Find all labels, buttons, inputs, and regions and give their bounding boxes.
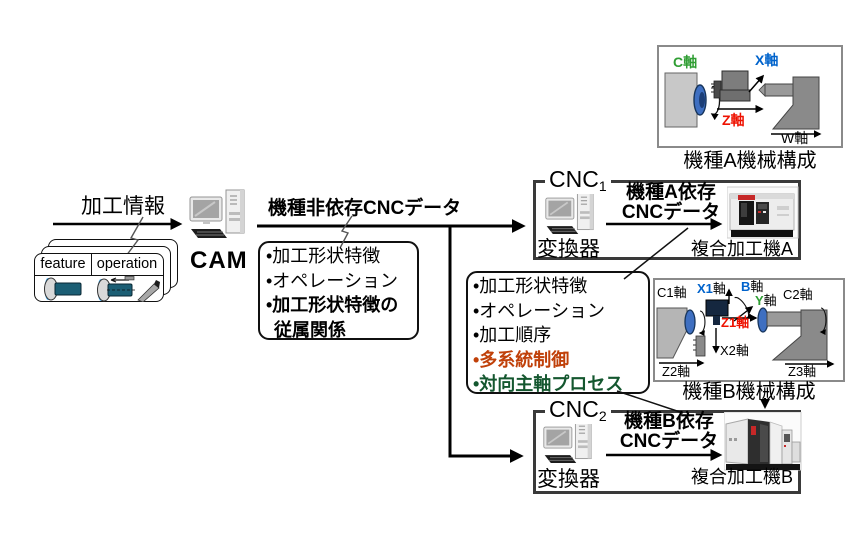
x-axis-arrow <box>748 74 765 93</box>
tool-b-icon <box>695 335 706 357</box>
list-item-opposed-spindle-process: •対向主軸プロセス <box>473 374 624 394</box>
cnc1-data-label: 機種A依存 CNCデータ <box>613 183 729 223</box>
cam-computer-icon <box>189 189 245 238</box>
cnc1-title: CNC1 <box>545 166 611 194</box>
list-item: •加工形状特徴の <box>266 295 399 315</box>
cnc2-data-label: 機種B依存 CNCデータ <box>611 412 727 452</box>
chuck-b-left-icon <box>684 309 696 335</box>
cnc2-title: CNC2 <box>545 396 611 424</box>
independent-cnc-data-label: 機種非依存CNCデータ <box>268 198 462 219</box>
list-item-multi-system-control: •多系統制御 <box>473 349 570 370</box>
tool-block-b-stem <box>713 316 720 325</box>
turret-a-lower <box>719 89 751 102</box>
machine-b-photo <box>724 412 802 471</box>
machining-info-label: 加工情報 <box>81 195 165 218</box>
machine-a-config-caption: 機種A機械構成 <box>683 150 817 172</box>
x1-axis-label: X1軸 <box>697 281 726 296</box>
b-axis-rotation-arrow <box>734 296 753 319</box>
converter1-computer-icon <box>545 191 594 234</box>
turret-a-upper <box>721 70 749 91</box>
op-cutter-icon <box>137 283 160 303</box>
independent-data-box <box>258 241 419 340</box>
cnc1-data-line1: 機種A依存 <box>626 182 716 203</box>
tool-a-teeth <box>711 83 714 93</box>
cnc1-index: 1 <box>598 178 607 194</box>
x1-axis-label-head: X1 <box>697 281 713 296</box>
converter2-label: 変換器 <box>537 468 600 491</box>
process-sheet-card: feature operation <box>34 253 164 303</box>
cnc1-data-line2: CNCデータ <box>621 202 721 223</box>
tool-block-b <box>705 299 729 317</box>
machine-a-config-diagram: C軸 X軸 Z軸 W軸 <box>664 52 822 146</box>
z3-axis-label: Z3軸 <box>788 364 816 379</box>
cnc2-index: 2 <box>598 408 607 424</box>
cnc2-name: CNC <box>549 396 599 422</box>
list-item: •オペレーション <box>266 270 398 291</box>
z2-axis-label: Z2軸 <box>662 364 690 379</box>
machine-b-label: 複合加工機B <box>690 467 793 487</box>
cnc1-name: CNC <box>549 166 599 192</box>
chuck-a-center <box>699 92 705 108</box>
tailstock-arm <box>764 83 796 97</box>
tailstock-body <box>771 76 820 130</box>
c2-axis-rotation-arrow <box>819 307 827 336</box>
y-axis-label-head: Y <box>755 293 764 308</box>
c1-axis-rotation-arrow <box>698 310 706 337</box>
x-axis-label: X軸 <box>755 52 778 68</box>
tool-b-teeth <box>693 339 696 351</box>
card-header-row: feature operation <box>35 254 163 276</box>
headstock-b-right-body <box>771 309 828 361</box>
list-item: 従属関係 <box>274 319 346 340</box>
y-axis-label: Y軸 <box>755 293 777 308</box>
z-axis-label: Z軸 <box>722 112 745 128</box>
headstock-b-left <box>656 307 688 359</box>
list-item: •加工形状特徴 <box>473 276 588 296</box>
c2-axis-label: C2軸 <box>783 287 813 302</box>
tailstock-tip <box>758 83 766 97</box>
workpiece-bar-icon <box>54 282 82 296</box>
converter1-label: 変換器 <box>537 238 600 261</box>
list-item: •オペレーション <box>473 300 605 321</box>
y-axis-label-tail: 軸 <box>764 293 777 308</box>
workpiece-illustrations <box>44 276 160 303</box>
x2-axis-label: X2軸 <box>720 343 749 358</box>
headstock-a <box>664 72 698 128</box>
cnc2-data-line1: 機種B依存 <box>624 411 714 432</box>
list-item: •加工順序 <box>473 325 552 345</box>
b-axis-label-tail: 軸 <box>750 280 763 294</box>
card-header-operation: operation <box>96 256 158 272</box>
machine-b-config-caption: 機種B機械構成 <box>682 381 816 403</box>
machine-a-label: 複合加工機A <box>690 239 793 259</box>
w-axis-label: W軸 <box>781 130 808 146</box>
op-tool-holder-icon <box>124 276 135 281</box>
dependent-data-list: •加工形状特徴 •オペレーション •加工順序 •多系統制御 •対向主軸プロセス <box>473 274 623 397</box>
op-cutter-tip-icon <box>154 280 160 288</box>
list-item: •加工形状特徴 <box>266 246 381 266</box>
c-axis-label: C軸 <box>673 54 697 70</box>
machine-b-config-diagram: C1軸 X1軸 B軸 Y軸 C2軸 Z1軸 X2軸 Z2軸 Z3軸 <box>656 280 835 379</box>
cnc2-data-line2: CNCデータ <box>619 431 719 452</box>
z1-axis-label: Z1軸 <box>721 315 749 330</box>
machine-a-photo <box>727 186 799 239</box>
b-axis-label: B軸 <box>741 280 763 294</box>
converter2-computer-icon <box>543 420 592 463</box>
x1-axis-label-tail: 軸 <box>713 281 726 296</box>
b-axis-label-head: B <box>741 280 750 294</box>
independent-data-list: •加工形状特徴 •オペレーション •加工形状特徴の 従属関係 <box>266 244 398 342</box>
card-header-feature: feature <box>35 254 92 275</box>
headstock-b-right-arm <box>766 311 802 327</box>
c1-axis-label: C1軸 <box>657 285 687 300</box>
cam-label: CAM <box>190 247 248 274</box>
